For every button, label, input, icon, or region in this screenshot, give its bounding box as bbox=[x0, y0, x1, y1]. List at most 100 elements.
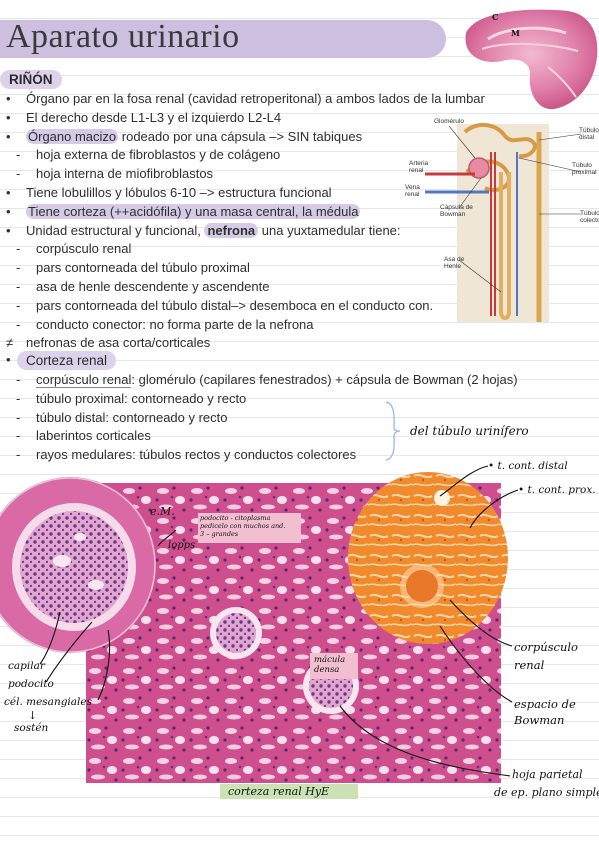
diagram-label-capsula-bowman: Cápsula de Bowman bbox=[440, 204, 473, 218]
label-t-cont-distal: • t. cont. distal bbox=[488, 460, 568, 472]
item-text: : glomérulo (capilares fenestrados) + cá… bbox=[131, 372, 518, 387]
list-item: -túbulo distal: contorneado y recto bbox=[16, 409, 228, 427]
bullet-mark: - bbox=[16, 166, 21, 182]
label-em: e.M. bbox=[150, 505, 175, 518]
bullet-mark: • bbox=[6, 203, 11, 219]
podocito-note: podocito - citoplasma pedicelo con mucho… bbox=[200, 514, 286, 538]
item-text: El derecho desde L1-L3 y el izquierdo L2… bbox=[26, 109, 282, 125]
note-tubulo-urinifero: del túbulo urinífero bbox=[410, 424, 529, 438]
bullet-mark: • bbox=[6, 185, 11, 200]
bullet-mark: ≠ bbox=[6, 335, 14, 351]
item-underlined: corpúsculo renal bbox=[36, 372, 132, 388]
kidney-label-m: M bbox=[511, 28, 520, 38]
list-item: -conducto conector: no forma parte de la… bbox=[16, 316, 314, 334]
item-text: túbulo proximal: contorneado y recto bbox=[36, 390, 247, 406]
item-text: Tiene lobulillos y lóbulos 6-10 –> estru… bbox=[26, 185, 332, 200]
item-text-prefix: Unidad estructural y funcional, bbox=[26, 222, 205, 238]
item-text: nefronas de asa corta/corticales bbox=[26, 335, 211, 351]
list-item: -corpúsculo renal: glomérulo (capilares … bbox=[16, 371, 518, 389]
bullet-mark: - bbox=[16, 447, 21, 463]
label-capilar: capilar bbox=[8, 660, 45, 672]
diagram-label-tubulo-proximal: Túbulo proximal bbox=[572, 162, 597, 176]
bullet-mark: • bbox=[6, 222, 11, 238]
kidney-label-c: C bbox=[492, 12, 499, 22]
item-bold: nefrona bbox=[204, 222, 259, 238]
list-item: -hoja interna de miofibroblastos bbox=[16, 165, 213, 183]
item-text: túbulo distal: contorneado y recto bbox=[36, 409, 228, 425]
diagram-label-glomerulo: Glomérulo bbox=[434, 118, 464, 125]
diagram-label-tubulo-colector: Túbulo colector bbox=[580, 210, 599, 224]
item-highlight: Órgano macizo bbox=[26, 128, 119, 144]
bullet-mark: - bbox=[16, 297, 21, 313]
list-item: -pars contorneada del túbulo distal–> de… bbox=[16, 297, 433, 315]
list-item: -túbulo proximal: contorneado y recto bbox=[16, 390, 246, 408]
label-cel-mesangiales: cél. mesangiales bbox=[4, 696, 93, 708]
list-item: • Órgano macizo rodeado por una cápsula –… bbox=[6, 128, 362, 146]
label-t-cont-prox: • t. cont. prox. bbox=[518, 484, 596, 496]
bullet-mark: - bbox=[16, 390, 21, 406]
label-podocito: podocito bbox=[8, 678, 54, 690]
label-hoja-parietal: hoja parietal bbox=[512, 768, 583, 781]
glomerulus-detail-circle bbox=[0, 477, 156, 653]
list-item: -hoja externa de fibroblastos y de colág… bbox=[16, 146, 280, 164]
kidney-section-image bbox=[465, 9, 598, 110]
label-ep-plano-simple: de ep. plano simple bbox=[494, 786, 599, 799]
nephron-diagram bbox=[425, 123, 582, 322]
item-text: rayos medulares: túbulos rectos y conduc… bbox=[36, 447, 357, 463]
label-espacio-bowman: espacio de Bowman bbox=[514, 697, 576, 727]
item-text: pars contorneada del túbulo distal–> des… bbox=[36, 297, 434, 313]
bullet-mark: - bbox=[16, 260, 21, 276]
list-item: ≠ nefronas de asa corta/corticales bbox=[6, 334, 210, 352]
section-rinon: RIÑÓN bbox=[0, 70, 62, 89]
bullet-mark: • bbox=[6, 109, 11, 125]
item-highlight: Tiene corteza (++acidófila) y una masa c… bbox=[26, 203, 361, 219]
item-text: asa de henle descendente y ascendente bbox=[36, 279, 270, 294]
item-text: hoja interna de miofibroblastos bbox=[36, 166, 214, 182]
label-macula-densa: mácula densa bbox=[314, 655, 346, 675]
diagram-label-arteria-renal: Arteria renal bbox=[409, 160, 429, 174]
podocito-note-sticker bbox=[198, 513, 301, 543]
caption-sticker bbox=[220, 784, 358, 799]
bullet-mark: - bbox=[16, 316, 21, 332]
bullet-mark: - bbox=[16, 372, 21, 387]
label-lopps: lopps bbox=[168, 540, 196, 551]
list-item: -corpúsculo renal bbox=[16, 240, 131, 258]
section-corteza-renal: Corteza renal bbox=[17, 351, 117, 370]
caption-corteza-renal-hye: corteza renal HyE bbox=[228, 785, 330, 798]
diagram-label-tubulo-distal: Túbulo distal bbox=[579, 127, 599, 141]
cortex-detail-circle bbox=[348, 472, 508, 644]
bullet-mark: - bbox=[16, 241, 21, 257]
diagram-label-vena-renal: Vena renal bbox=[405, 184, 420, 198]
item-text: Órgano par en la fosa renal (cavidad ret… bbox=[26, 91, 485, 106]
item-text: pars contorneada del túbulo proximal bbox=[36, 260, 250, 276]
list-item: • Unidad estructural y funcional, nefrona… bbox=[6, 222, 401, 240]
item-text: conducto conector: no forma parte de la … bbox=[36, 316, 314, 332]
list-item: -asa de henle descendente y ascendente bbox=[16, 278, 269, 296]
corteza-bullet: • bbox=[6, 352, 11, 367]
page-title: Aparato urinario bbox=[6, 18, 240, 55]
list-item: • Tiene lobulillos y lóbulos 6-10 –> estr… bbox=[6, 184, 332, 202]
arrow-down: ↓ bbox=[28, 709, 38, 722]
list-item: -rayos medulares: túbulos rectos y condu… bbox=[16, 446, 356, 464]
macula-densa-sticker bbox=[310, 653, 358, 679]
diagram-label-asa-henle: Asa de Henle bbox=[444, 256, 465, 270]
bullet-mark: • bbox=[6, 128, 11, 144]
bullet-mark: - bbox=[16, 147, 21, 163]
item-text: corpúsculo renal bbox=[36, 241, 132, 257]
list-item: • El derecho desde L1-L3 y el izquierdo L… bbox=[6, 109, 281, 127]
title-highlight bbox=[0, 20, 446, 58]
bullet-mark: - bbox=[16, 409, 21, 425]
item-text: una yuxtamedular tiene: bbox=[258, 222, 401, 238]
item-text: hoja externa de fibroblastos y de coláge… bbox=[36, 147, 281, 163]
list-item: -pars contorneada del túbulo proximal bbox=[16, 259, 250, 277]
label-sosten: sostén bbox=[14, 722, 49, 734]
item-text: rodeado por una cápsula –> SIN tabiques bbox=[118, 128, 363, 144]
bullet-mark: • bbox=[6, 91, 11, 106]
list-item: -laberintos corticales bbox=[16, 427, 151, 445]
list-item: • Órgano par en la fosa renal (cavidad re… bbox=[6, 90, 485, 108]
item-text: laberintos corticales bbox=[36, 428, 151, 444]
curly-brace bbox=[385, 401, 401, 461]
label-corpusculo-renal: corpúsculo renal bbox=[514, 640, 578, 672]
bullet-mark: - bbox=[16, 428, 21, 444]
